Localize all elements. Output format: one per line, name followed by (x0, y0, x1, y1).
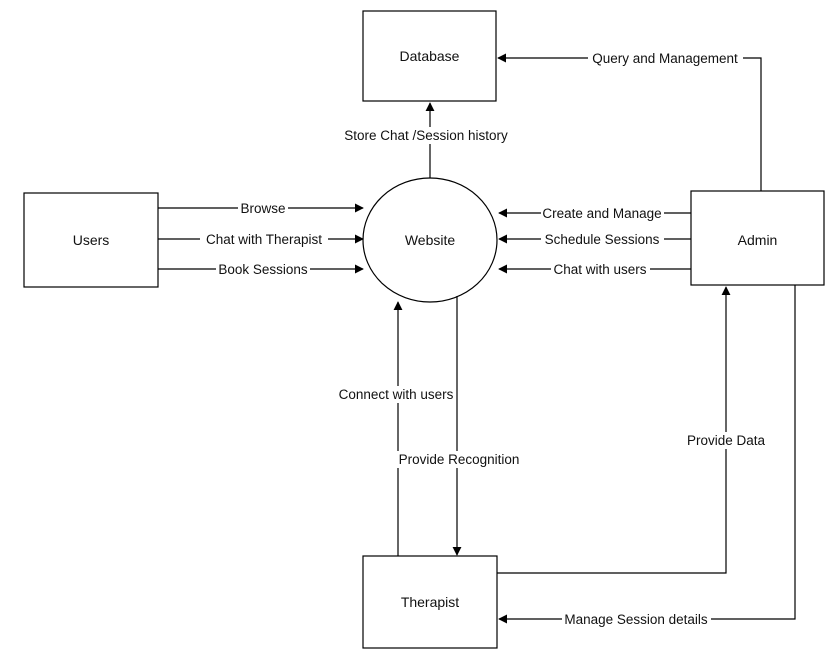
flow-query-management-label: Query and Management (592, 51, 738, 66)
flow-store-history: Store Chat /Session history (334, 102, 518, 178)
admin-label: Admin (738, 232, 778, 248)
flow-create-manage-halo (541, 205, 664, 221)
flow-browse: Browse (158, 200, 364, 216)
flow-create-manage-label: Create and Manage (542, 206, 661, 221)
flow-provide-recognition-halo (396, 451, 523, 468)
website-node: Website (362, 177, 498, 303)
flow-query-management-halo (588, 50, 743, 66)
users-box (23, 192, 159, 288)
users-label: Users (73, 232, 110, 248)
flow-browse-halo (238, 200, 288, 216)
flow-chat-users-halo (551, 261, 650, 277)
therapist-node: Therapist (362, 555, 498, 649)
flow-book-sessions: Book Sessions (158, 261, 364, 277)
flow-query-management: Query and Management (497, 50, 762, 191)
flow-book-sessions-label: Book Sessions (218, 262, 308, 277)
flow-schedule-sessions-label: Schedule Sessions (545, 232, 660, 247)
database-box (362, 10, 497, 102)
flow-chat-therapist: Chat with Therapist (158, 231, 364, 247)
flow-chat-users: Chat with users (498, 261, 691, 277)
flow-provide-data-halo (685, 432, 767, 449)
flow-provide-data-line (497, 286, 731, 574)
flow-provide-recognition: Provide Recognition (396, 296, 523, 556)
database-label: Database (400, 48, 460, 64)
flow-chat-users-label: Chat with users (553, 262, 646, 277)
flow-connect-users-halo (336, 386, 455, 403)
flow-chat-therapist-label: Chat with Therapist (206, 232, 322, 247)
therapist-box (362, 555, 498, 649)
website-label: Website (405, 232, 456, 248)
flow-book-sessions-halo (216, 261, 310, 277)
users-node: Users (23, 192, 159, 288)
flow-connect-users-label: Connect with users (339, 387, 454, 402)
flow-manage-session-details-label: Manage Session details (564, 612, 708, 627)
flow-provide-data: Provide Data (497, 286, 767, 574)
flow-connect-users: Connect with users (336, 301, 455, 556)
flow-browse-label: Browse (240, 201, 285, 216)
flow-chat-therapist-halo (200, 231, 328, 247)
flow-store-history-halo (334, 127, 518, 144)
flow-provide-data-label: Provide Data (687, 433, 766, 448)
therapist-label: Therapist (401, 594, 459, 610)
flow-schedule-sessions-halo (541, 231, 664, 247)
admin-box (690, 190, 825, 286)
flow-query-management-line (497, 53, 762, 191)
admin-node: Admin (690, 190, 825, 286)
flow-create-manage: Create and Manage (498, 205, 691, 221)
flow-manage-session-details: Manage Session details (498, 285, 796, 627)
flow-manage-session-details-halo (562, 611, 711, 627)
flow-store-history-label: Store Chat /Session history (344, 128, 508, 143)
flow-provide-recognition-label: Provide Recognition (399, 452, 520, 467)
flow-manage-session-details-line (498, 285, 796, 624)
database-node: Database (362, 10, 497, 102)
flow-schedule-sessions: Schedule Sessions (498, 231, 691, 247)
